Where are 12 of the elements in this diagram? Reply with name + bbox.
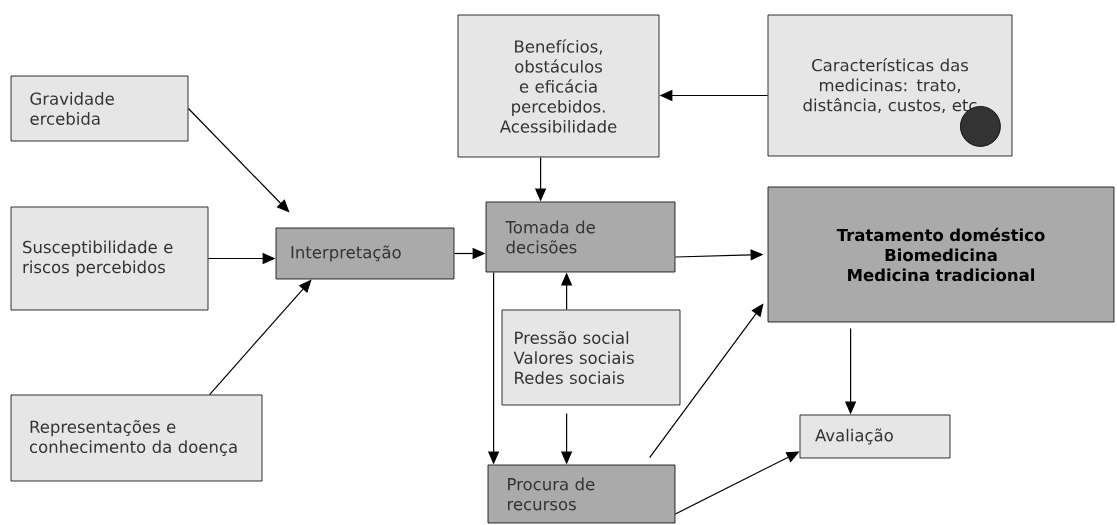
process-box: Tomada de decisões bbox=[485, 201, 676, 273]
arrow bbox=[209, 279, 312, 396]
process-box: Benefícios, obstáculos e eficácia percebidos. Acessibilidade bbox=[457, 14, 660, 158]
process-box: Tratamento doméstico Biomedicina Medicina tradicional bbox=[767, 186, 1115, 323]
process-box: Avaliação bbox=[799, 414, 951, 459]
process-box: Susceptibilidade e riscos percebidos bbox=[10, 206, 209, 311]
process-box: Interpretação bbox=[275, 227, 455, 280]
process-box: Representações e conhecimento da doença bbox=[10, 394, 263, 482]
process-box: Procura de recursos bbox=[487, 464, 676, 524]
arrow bbox=[187, 107, 290, 213]
process-box: Gravidade ercebida bbox=[10, 75, 189, 142]
process-box: Pressão social Valores sociais Redes sociais bbox=[501, 309, 681, 406]
